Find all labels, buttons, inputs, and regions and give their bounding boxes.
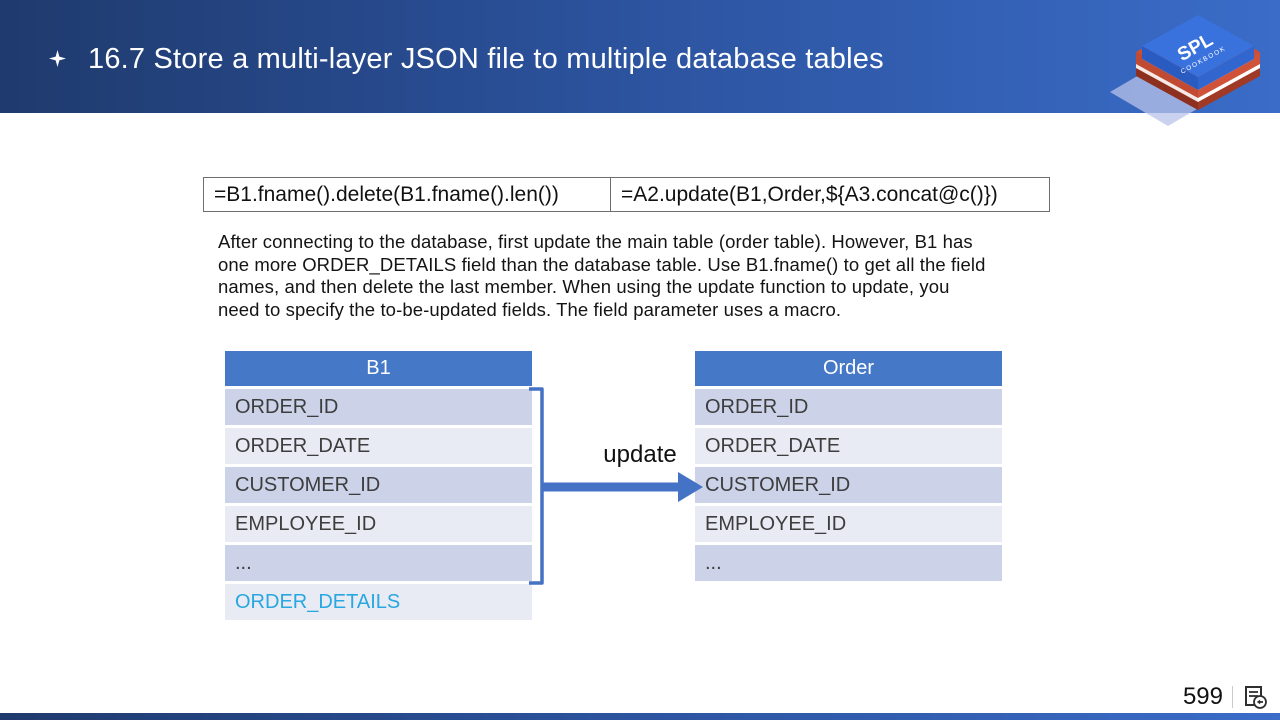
footer-divider xyxy=(1232,686,1233,708)
description-paragraph: After connecting to the database, first … xyxy=(218,231,1058,322)
table-b1-header: B1 xyxy=(225,351,532,386)
field-name: ORDER_ID xyxy=(235,395,339,418)
field-name-highlighted: ORDER_DETAILS xyxy=(235,590,401,613)
table-row: ... xyxy=(695,545,1002,581)
table-order-header: Order xyxy=(695,351,1002,386)
field-name: EMPLOYEE_ID xyxy=(235,512,377,535)
spl-cookbook-logo: SPL COOKBOOK xyxy=(1106,6,1272,144)
update-arrow-icon xyxy=(543,472,703,502)
field-name: CUSTOMER_ID xyxy=(235,473,381,496)
table-row: CUSTOMER_ID xyxy=(695,467,1002,503)
field-name: ... xyxy=(235,551,252,574)
table-row: ORDER_DATE xyxy=(695,428,1002,464)
table-b1: B1 ORDER_ID ORDER_DATE CUSTOMER_ID EMPLO… xyxy=(225,351,532,623)
description-line: need to specify the to-be-updated fields… xyxy=(218,299,842,321)
update-label: update xyxy=(603,441,677,468)
field-name: CUSTOMER_ID xyxy=(705,473,851,496)
table-row: ORDER_DATE xyxy=(225,428,532,464)
footer: 599 xyxy=(1183,683,1268,711)
field-name: ... xyxy=(705,551,722,574)
bottom-accent-bar xyxy=(0,713,1280,720)
table-row: EMPLOYEE_ID xyxy=(225,506,532,542)
star-bullet-icon xyxy=(49,50,66,67)
field-name: EMPLOYEE_ID xyxy=(705,512,847,535)
spl-code-grid: =B1.fname().delete(B1.fname().len()) =A2… xyxy=(203,177,1050,212)
table-row: ORDER_ID xyxy=(695,389,1002,425)
description-line: After connecting to the database, first … xyxy=(218,231,973,252)
description-line: names, and then delete the last member. … xyxy=(218,276,950,298)
table-row: ... xyxy=(225,545,532,581)
table-row-order-details: ORDER_DETAILS xyxy=(225,584,532,620)
return-to-contents-icon[interactable] xyxy=(1242,684,1268,710)
table-order: Order ORDER_ID ORDER_DATE CUSTOMER_ID EM… xyxy=(695,351,1002,584)
field-name: ORDER_DATE xyxy=(235,434,371,457)
table-row: ORDER_ID xyxy=(225,389,532,425)
slide-title: 16.7 Store a multi-layer JSON file to mu… xyxy=(88,43,884,75)
code-cell-b1: =B1.fname().delete(B1.fname().len()) xyxy=(214,182,559,206)
table-row: CUSTOMER_ID xyxy=(225,467,532,503)
header-bar: 16.7 Store a multi-layer JSON file to mu… xyxy=(0,0,1280,113)
description-line: one more ORDER_DETAILS field than the da… xyxy=(218,253,986,275)
field-name: ORDER_ID xyxy=(705,395,809,418)
field-name: ORDER_DATE xyxy=(705,434,841,457)
page-number: 599 xyxy=(1182,683,1223,710)
table-row: EMPLOYEE_ID xyxy=(695,506,1002,542)
field-group-bracket xyxy=(529,387,544,585)
code-cell-a2: =A2.update(B1,Order,${A3.concat@c()}) xyxy=(610,178,1049,211)
